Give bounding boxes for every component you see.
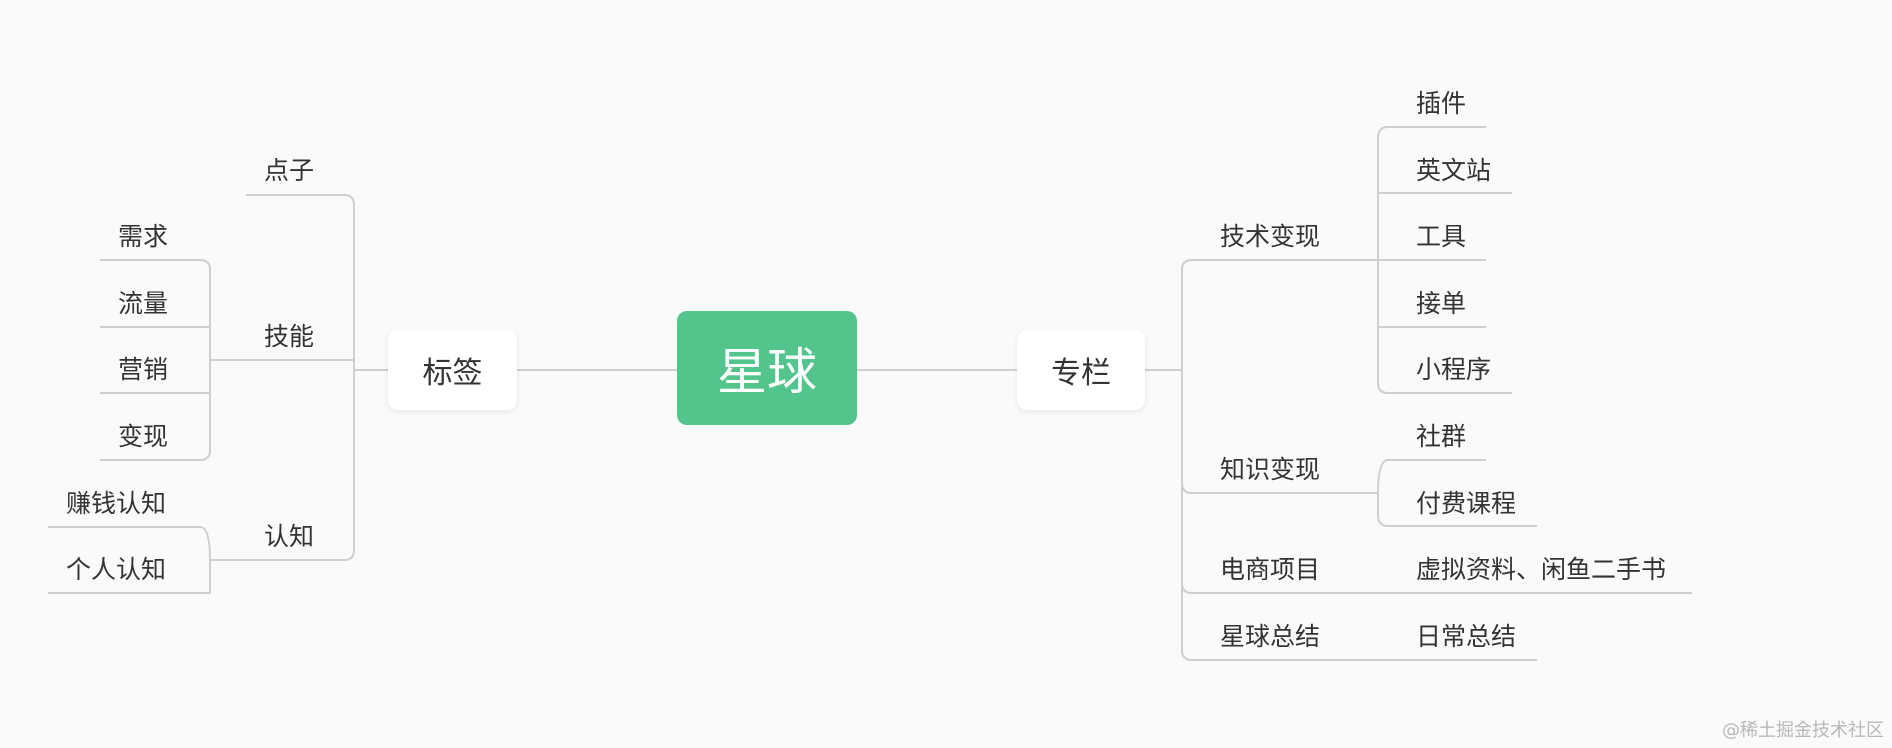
leaf-virtual-materials[interactable]: 虚拟资料、闲鱼二手书 <box>1416 555 1667 584</box>
leaf-mini-program[interactable]: 小程序 <box>1416 355 1492 384</box>
topic-skill[interactable]: 技能 <box>264 322 315 351</box>
topic-planet-summary[interactable]: 星球总结 <box>1220 622 1321 651</box>
leaf-marketing[interactable]: 营销 <box>118 355 169 384</box>
topic-idea[interactable]: 点子 <box>264 156 315 185</box>
leaf-monetize[interactable]: 变现 <box>118 422 169 451</box>
leaf-tools[interactable]: 工具 <box>1416 222 1467 251</box>
leaf-demand[interactable]: 需求 <box>118 222 169 251</box>
root-label: 星球 <box>717 343 817 401</box>
leaf-paid-course[interactable]: 付费课程 <box>1416 489 1517 518</box>
leaf-traffic[interactable]: 流量 <box>118 289 169 318</box>
leaf-english-site[interactable]: 英文站 <box>1416 156 1492 185</box>
leaf-personal-cognition[interactable]: 个人认知 <box>66 555 167 584</box>
branch-label-tags: 标签 <box>422 356 483 391</box>
branch-node-columns[interactable]: 专栏 <box>1017 330 1145 410</box>
root-node[interactable]: 星球 <box>677 311 857 425</box>
branch-node-tags[interactable]: 标签 <box>388 330 517 410</box>
topic-knowledge-monetize[interactable]: 知识变现 <box>1220 455 1321 484</box>
topic-cognition[interactable]: 认知 <box>264 522 315 551</box>
topic-ecommerce[interactable]: 电商项目 <box>1220 555 1321 584</box>
branch-label-columns: 专栏 <box>1051 356 1111 391</box>
leaf-orders[interactable]: 接单 <box>1416 289 1467 318</box>
watermark: @稀土掘金技术社区 <box>1722 720 1884 741</box>
leaf-daily-summary[interactable]: 日常总结 <box>1416 622 1517 651</box>
leaf-plugin[interactable]: 插件 <box>1416 89 1467 118</box>
leaf-money-cognition[interactable]: 赚钱认知 <box>66 489 167 518</box>
leaf-community[interactable]: 社群 <box>1416 422 1467 451</box>
topic-tech-monetize[interactable]: 技术变现 <box>1220 222 1321 251</box>
